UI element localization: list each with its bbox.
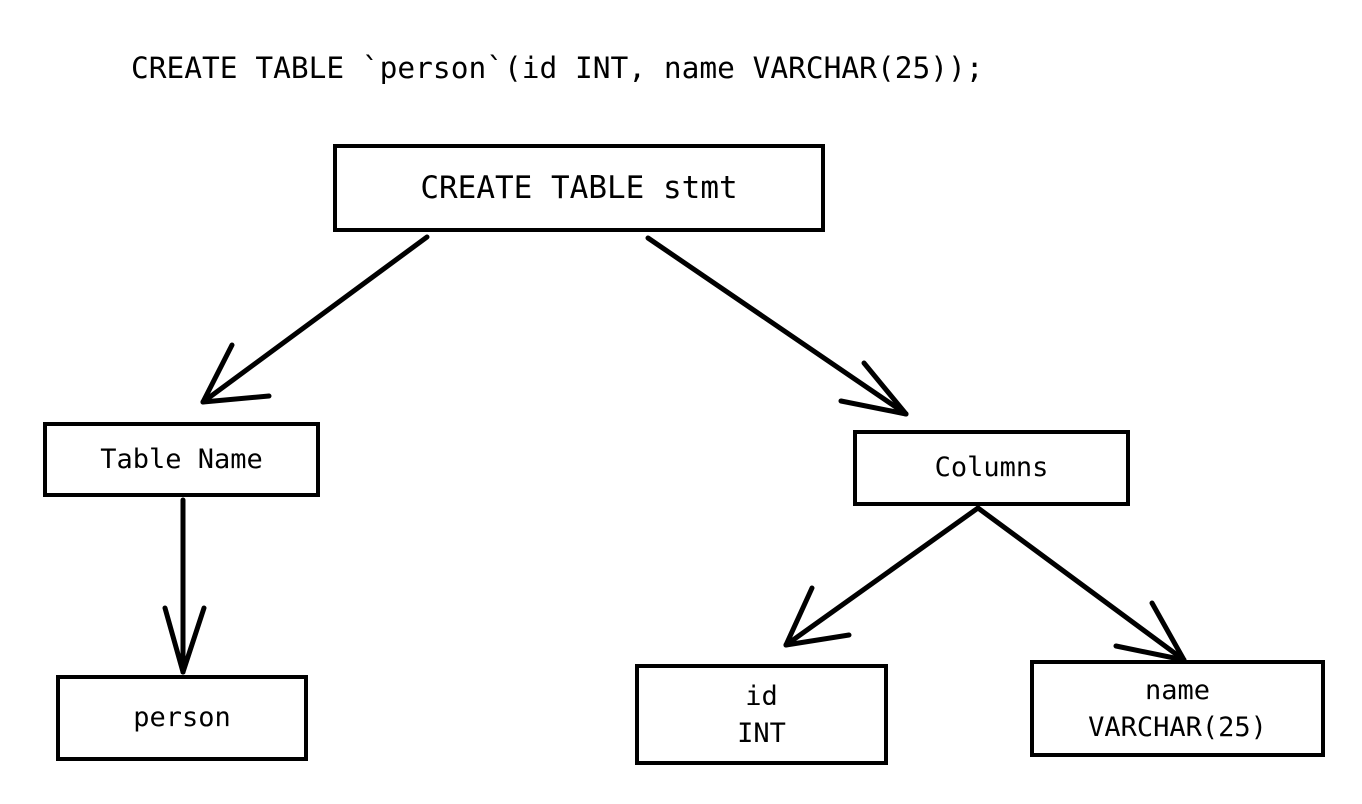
page-title: CREATE TABLE `person`(id INT, name VARCH… [131,51,984,85]
node-label-line1: name [1144,674,1211,706]
edge-root-to-table-name [200,234,430,405]
node-label-line1: id [745,680,778,712]
node-label-line1: Table Name [100,443,263,475]
node-label-line2: INT [737,717,786,749]
edge-columns-to-name [975,505,1187,663]
node-label-line2: VARCHAR(25) [1088,711,1267,743]
node-person[interactable]: person [56,675,308,761]
node-table-name[interactable]: Table Name [43,422,320,497]
edge-columns-to-id [783,505,981,648]
node-label-line1: CREATE TABLE stmt [420,170,738,206]
node-label-line1: person [133,702,231,733]
node-create-table-stmt[interactable]: CREATE TABLE stmt [333,144,825,232]
edge-table-name-to-person [162,497,207,675]
edge-root-to-columns [645,235,909,417]
node-column-id[interactable]: id INT [635,664,888,765]
node-columns[interactable]: Columns [853,430,1130,506]
node-column-name[interactable]: name VARCHAR(25) [1030,660,1325,757]
node-label-line1: Columns [934,452,1049,483]
